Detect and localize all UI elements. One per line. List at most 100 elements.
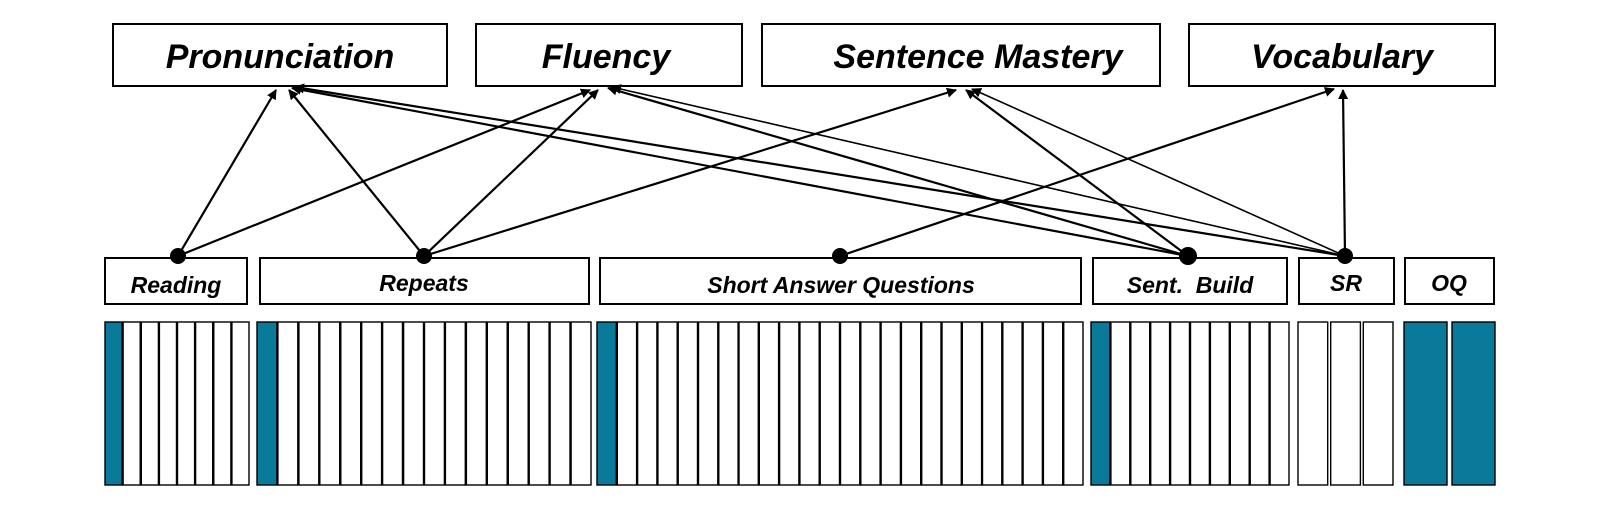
skill-label-sentence-mastery: Sentence Mastery — [833, 38, 1124, 76]
item-cell-short-answer-questions — [961, 321, 983, 486]
item-cell-sent-build — [1189, 321, 1211, 486]
task-label-short-answer-questions: Short Answer Questions — [707, 272, 975, 298]
item-cell-repeats — [298, 321, 320, 486]
item-cell-sr — [1329, 321, 1362, 486]
arrow-sent-build-to-pronunciation — [291, 84, 1189, 258]
item-cell-short-answer-questions — [738, 321, 759, 486]
item-cell-repeats — [277, 321, 299, 486]
item-cell-short-answer-questions — [1042, 321, 1064, 486]
item-cell-repeats — [486, 321, 508, 486]
item-cell-repeats — [507, 321, 529, 486]
item-cell-reading — [231, 321, 250, 486]
item-cell-sent-build — [1269, 321, 1290, 486]
item-cell-repeats — [319, 321, 341, 486]
task-box-reading: Reading — [104, 257, 248, 305]
item-cell-sent-build — [1110, 321, 1131, 486]
item-cell-short-answer-questions — [718, 321, 739, 486]
item-cell-short-answer-questions — [758, 321, 780, 486]
task-label-reading: Reading — [131, 272, 222, 298]
item-cell-sent-build — [1149, 321, 1171, 486]
node-short-answer-questions — [832, 248, 848, 264]
item-cell-sr — [1297, 321, 1329, 486]
skill-box-fluency: Fluency — [475, 23, 743, 87]
item-cell-sent-build — [1249, 321, 1270, 486]
arrow-reading-to-pronunciation — [177, 89, 277, 257]
item-cell-oq — [1451, 321, 1496, 486]
item-cell-repeats — [340, 321, 362, 486]
item-cell-repeats — [465, 321, 487, 486]
item-cell-sent-build — [1209, 321, 1231, 486]
item-cell-reading — [176, 321, 196, 486]
item-cell-repeats — [256, 321, 278, 486]
skill-box-sentence-mastery: Sentence Mastery — [761, 23, 1161, 87]
skill-label-pronunciation: Pronunciation — [166, 38, 395, 76]
task-box-sr: SR — [1298, 257, 1395, 305]
item-cell-reading — [122, 321, 141, 486]
item-cell-short-answer-questions — [1022, 321, 1044, 486]
item-cell-short-answer-questions — [636, 321, 658, 486]
arrow-repeats-to-pronunciation — [288, 89, 425, 257]
item-cell-short-answer-questions — [657, 321, 678, 486]
arrow-reading-to-fluency — [177, 88, 591, 258]
task-box-sent-build: Sent. Build — [1092, 257, 1288, 305]
item-cell-sr — [1362, 321, 1394, 486]
arrow-sr-to-vocabulary — [1338, 89, 1349, 257]
item-cell-repeats — [444, 321, 466, 486]
item-columns — [104, 321, 1496, 486]
arrow-sr-to-fluency — [611, 84, 1346, 257]
arrow-sent-build-to-fluency — [607, 85, 1189, 258]
item-cell-repeats — [528, 321, 550, 486]
node-sent-build — [1179, 247, 1197, 265]
item-cell-short-answer-questions — [860, 321, 881, 486]
item-cell-reading — [158, 321, 178, 486]
item-cell-short-answer-questions — [921, 321, 942, 486]
item-cell-repeats — [402, 321, 425, 486]
node-repeats — [416, 248, 432, 264]
node-sr — [1337, 248, 1353, 264]
task-label-sent-build: Sent. Build — [1127, 272, 1254, 298]
item-cell-short-answer-questions — [697, 321, 719, 486]
task-label-repeats: Repeats — [379, 270, 468, 296]
item-cell-sent-build — [1090, 321, 1111, 486]
item-cell-repeats — [381, 321, 404, 486]
item-cell-repeats — [549, 321, 571, 486]
item-cell-short-answer-questions — [1002, 321, 1023, 486]
skill-label-vocabulary: Vocabulary — [1251, 38, 1435, 76]
arrow-repeats-to-fluency — [423, 89, 599, 257]
item-cell-repeats — [570, 321, 592, 486]
item-cell-reading — [104, 321, 123, 486]
item-cell-short-answer-questions — [880, 321, 902, 486]
item-cell-short-answer-questions — [616, 321, 638, 486]
item-cell-repeats — [423, 321, 446, 486]
item-cell-short-answer-questions — [941, 321, 962, 486]
skill-label-fluency: Fluency — [542, 38, 673, 76]
arrow-repeats-to-sentence-mastery — [423, 87, 957, 258]
item-cell-short-answer-questions — [900, 321, 922, 486]
arrow-short-answer-to-vocabulary — [839, 87, 1335, 258]
item-cell-reading — [194, 321, 214, 486]
item-cell-reading — [140, 321, 160, 486]
item-cell-short-answer-questions — [596, 321, 617, 486]
item-cell-sent-build — [1229, 321, 1250, 486]
node-layer — [170, 247, 1353, 265]
task-box-oq: OQ — [1404, 257, 1495, 305]
item-cell-sent-build — [1169, 321, 1191, 486]
task-label-oq: OQ — [1431, 270, 1467, 296]
node-reading — [170, 248, 186, 264]
item-cell-oq — [1403, 321, 1448, 486]
task-box-repeats: Repeats — [259, 257, 590, 305]
arrow-sr-to-pronunciation — [294, 83, 1346, 258]
skill-box-pronunciation: Pronunciation — [112, 23, 448, 87]
item-cell-short-answer-questions — [778, 321, 800, 486]
arrow-layer — [177, 83, 1349, 258]
item-cell-short-answer-questions — [981, 321, 1003, 486]
item-cell-sent-build — [1130, 321, 1151, 486]
item-cell-reading — [213, 321, 232, 486]
task-box-short-answer-questions: Short Answer Questions — [599, 257, 1082, 305]
task-label-sr: SR — [1330, 270, 1362, 296]
item-cell-short-answer-questions — [839, 321, 861, 486]
arrow-sr-to-sentence-mastery — [971, 88, 1346, 257]
item-cell-repeats — [361, 321, 383, 486]
